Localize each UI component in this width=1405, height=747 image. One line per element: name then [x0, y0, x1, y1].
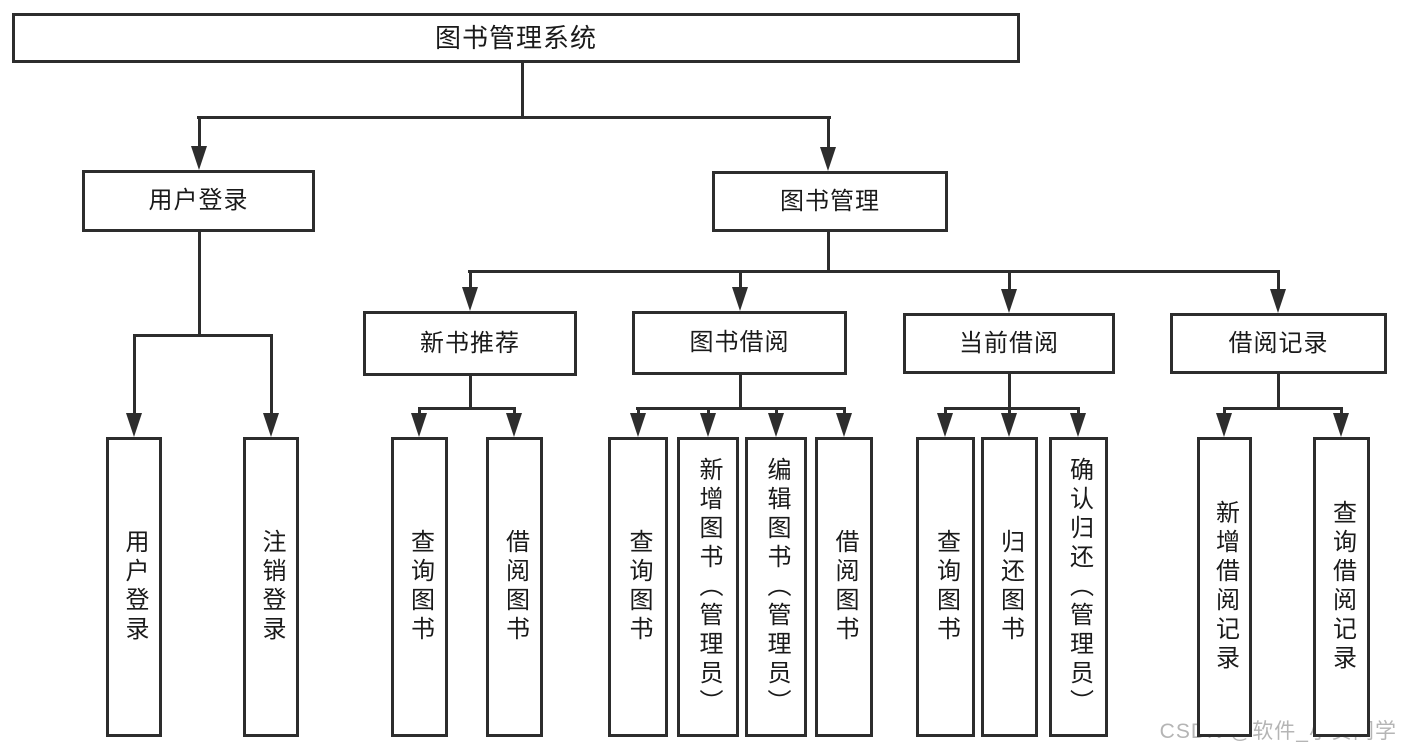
arrow-stem [1007, 408, 1011, 417]
node-leaf-edit-book-admin-label: 编辑图书（管理员） [763, 456, 790, 718]
arrowhead-down-icon [1001, 413, 1017, 437]
arrow-stem [1076, 408, 1080, 417]
arrowhead-down-icon [506, 413, 522, 437]
arrowhead-down-icon [1333, 413, 1349, 437]
arrowhead-down-icon [630, 413, 646, 437]
arrow-stem [512, 408, 516, 417]
arrowhead-down-icon [1001, 289, 1017, 313]
node-library-management-system: 图书管理系统 [12, 13, 1020, 63]
connector-hline [944, 406, 1080, 410]
node-user-login-label: 用户登录 [148, 187, 249, 214]
arrowhead-down-icon [1216, 413, 1232, 437]
arrow-stem [706, 408, 710, 417]
arrowhead-down-icon [732, 287, 748, 311]
arrow-stem [774, 408, 778, 417]
node-leaf-borrow-books-2-label: 借阅图书 [831, 529, 858, 645]
arrow-stem [636, 408, 640, 417]
arrow-stem [269, 335, 273, 417]
node-leaf-query-books-1: 查询图书 [391, 437, 448, 737]
arrowhead-down-icon [836, 413, 852, 437]
node-leaf-query-books-3-label: 查询图书 [932, 529, 960, 645]
arrowhead-down-icon [768, 413, 784, 437]
node-book-borrowing-label: 图书借阅 [689, 329, 790, 356]
node-leaf-add-book-admin: 新增图书（管理员） [677, 437, 739, 737]
connector-hline [1223, 406, 1343, 410]
node-book-borrowing: 图书借阅 [632, 311, 847, 375]
connector-vline [1007, 374, 1011, 409]
connector-vline [826, 232, 830, 272]
arrow-stem [1339, 408, 1343, 417]
arrow-stem [826, 117, 830, 151]
arrowhead-down-icon [126, 413, 142, 437]
arrowhead-down-icon [820, 147, 836, 171]
connector-hline [133, 333, 273, 337]
node-library-management-system-label: 图书管理系统 [434, 23, 597, 53]
arrow-stem [842, 408, 846, 417]
node-leaf-query-books-2-label: 查询图书 [625, 529, 652, 645]
node-leaf-user-login: 用户登录 [106, 437, 162, 737]
connector-vline [520, 63, 524, 119]
arrowhead-down-icon [1270, 289, 1286, 313]
node-new-book-recommend-label: 新书推荐 [420, 329, 520, 357]
arrowhead-down-icon [263, 413, 279, 437]
node-book-management-label: 图书管理 [780, 187, 880, 215]
connector-hline [636, 406, 846, 410]
node-new-book-recommend: 新书推荐 [363, 311, 577, 376]
node-leaf-add-borrow-record-label: 新增借阅记录 [1211, 500, 1239, 674]
node-leaf-add-book-admin-label: 新增图书（管理员） [695, 456, 722, 718]
arrow-stem [1276, 271, 1280, 293]
node-leaf-confirm-return-admin: 确认归还（管理员） [1049, 437, 1108, 737]
node-borrowing-records-label: 借阅记录 [1228, 329, 1329, 357]
node-leaf-borrow-books-2: 借阅图书 [815, 437, 873, 737]
node-leaf-query-books-1-label: 查询图书 [406, 529, 434, 645]
node-leaf-borrow-books-1-label: 借阅图书 [501, 529, 529, 645]
node-leaf-return-book: 归还图书 [981, 437, 1038, 737]
connector-vline [738, 375, 742, 409]
node-leaf-query-books-3: 查询图书 [916, 437, 975, 737]
node-leaf-logout-login-label: 注销登录 [258, 529, 285, 645]
node-book-management: 图书管理 [712, 171, 948, 232]
arrow-stem [1007, 271, 1011, 293]
arrow-stem [132, 335, 136, 417]
arrow-stem [417, 408, 421, 417]
node-leaf-add-borrow-record: 新增借阅记录 [1197, 437, 1252, 737]
arrowhead-down-icon [462, 287, 478, 311]
node-current-borrowing-label: 当前借阅 [959, 329, 1059, 357]
node-leaf-borrow-books-1: 借阅图书 [486, 437, 543, 737]
node-leaf-edit-book-admin: 编辑图书（管理员） [745, 437, 807, 737]
node-user-login: 用户登录 [82, 170, 315, 232]
node-borrowing-records: 借阅记录 [1170, 313, 1387, 374]
node-leaf-return-book-label: 归还图书 [996, 529, 1024, 645]
arrowhead-down-icon [700, 413, 716, 437]
arrowhead-down-icon [191, 146, 207, 170]
node-leaf-query-borrow-record: 查询借阅记录 [1313, 437, 1370, 737]
connector-hline [468, 269, 1280, 273]
node-leaf-confirm-return-admin-label: 确认归还（管理员） [1065, 456, 1093, 718]
connector-hline [418, 406, 516, 410]
arrow-stem [468, 271, 472, 291]
arrow-stem [1222, 408, 1226, 417]
connector-vline [197, 232, 201, 336]
arrow-stem [197, 117, 201, 150]
connector-hline [197, 115, 831, 119]
connector-vline [1276, 374, 1280, 409]
node-leaf-query-borrow-record-label: 查询借阅记录 [1328, 500, 1356, 674]
node-current-borrowing: 当前借阅 [903, 313, 1115, 374]
node-leaf-logout-login: 注销登录 [243, 437, 299, 737]
node-leaf-query-books-2: 查询图书 [608, 437, 668, 737]
arrow-stem [738, 271, 742, 291]
arrowhead-down-icon [411, 413, 427, 437]
arrowhead-down-icon [1070, 413, 1086, 437]
arrowhead-down-icon [937, 413, 953, 437]
arrow-stem [943, 408, 947, 417]
connector-vline [468, 376, 472, 409]
node-leaf-user-login-label: 用户登录 [121, 529, 148, 645]
